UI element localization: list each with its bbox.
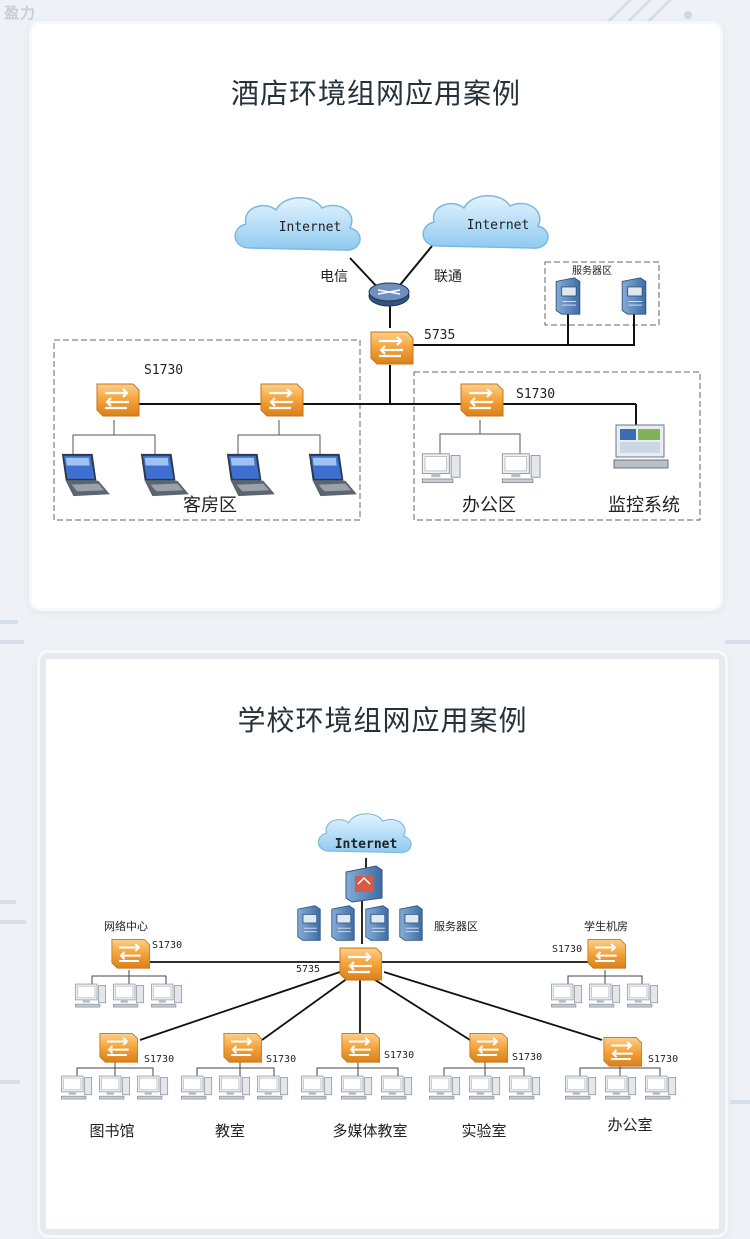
- network-center-label: 网络中心: [104, 919, 148, 933]
- desktop-pc-icon: [565, 1075, 597, 1100]
- desktop-pc-icon: [341, 1075, 373, 1100]
- branch-switch-label: S1730: [648, 1054, 678, 1065]
- desktop-pc-icon: [605, 1075, 637, 1100]
- isp-right-label: 联通: [434, 269, 462, 285]
- branch-name-label: 多媒体教室: [332, 1122, 407, 1140]
- monitor-zone-label: 监控系统: [608, 495, 680, 516]
- access-switch-icon: [468, 1032, 508, 1064]
- desktop-pc-icon: [589, 983, 621, 1008]
- hotel-links: [120, 245, 637, 425]
- hotel-access-links: [72, 420, 521, 458]
- monitoring-workstation-icon: [613, 424, 669, 469]
- firewall-icon: [345, 865, 383, 903]
- branch-switch-label: S1730: [266, 1054, 296, 1065]
- desktop-pc-icon: [381, 1075, 413, 1100]
- desktop-pc-icon: [551, 983, 583, 1008]
- desktop-pc-icon: [61, 1075, 93, 1100]
- desktop-pc-icon: [469, 1075, 501, 1100]
- desktop-pc-icon: [113, 983, 145, 1008]
- access-switch-icon: [340, 1032, 380, 1064]
- access-switch-icon: [586, 938, 626, 970]
- desktop-pc-icon: [301, 1075, 333, 1100]
- branch-name-label: 教室: [215, 1122, 245, 1140]
- access-switch-icon: [98, 1032, 138, 1064]
- brand-logo: 盈力: [4, 4, 37, 22]
- school-access-links: [76, 970, 661, 1077]
- desktop-pc-icon: [257, 1075, 289, 1100]
- branch-name-label: 图书馆: [89, 1122, 134, 1140]
- office-zone-boundary: [413, 371, 701, 521]
- desktop-pc-icon: [429, 1075, 461, 1100]
- access-switch-icon: [222, 1032, 262, 1064]
- access-switch-icon: [602, 1036, 642, 1068]
- router-icon: [368, 282, 410, 307]
- server-zone-label: 服务器区: [572, 264, 612, 277]
- desktop-pc-icon: [137, 1075, 169, 1100]
- network-center-switch-label: S1730: [152, 940, 182, 951]
- server-icon: [399, 905, 423, 941]
- isp-left-label: 电信: [320, 269, 348, 285]
- branch-switch-label: S1730: [144, 1054, 174, 1065]
- desktop-pc-icon: [645, 1075, 677, 1100]
- student-lab-switch-label: S1730: [552, 944, 582, 955]
- core-switch-icon: [338, 946, 382, 982]
- desktop-pc-icon: [75, 983, 107, 1008]
- desktop-pc-icon: [627, 983, 659, 1008]
- hotel-title: 酒店环境组网应用案例: [230, 77, 521, 110]
- cloud-left-label: Internet: [279, 220, 342, 235]
- server-icon: [331, 905, 355, 941]
- branch-switch-label: S1730: [512, 1052, 542, 1063]
- core-switch-label: 5735: [424, 328, 455, 343]
- office-switch-label: S1730: [516, 387, 555, 402]
- school-links: [139, 858, 603, 1041]
- server-icon: [365, 905, 389, 941]
- guest-zone-label: 客房区: [183, 495, 237, 516]
- student-lab-label: 学生机房: [584, 919, 628, 933]
- desktop-pc-icon: [99, 1075, 131, 1100]
- server-icon: [297, 905, 321, 941]
- school-core-label: 5735: [296, 964, 320, 975]
- server-zone-boundary: [544, 261, 660, 326]
- school-title: 学校环境组网应用案例: [237, 704, 528, 737]
- desktop-pc-icon: [151, 983, 183, 1008]
- branch-switch-label: S1730: [384, 1050, 414, 1061]
- guest-switch-label: S1730: [144, 363, 183, 378]
- desktop-pc-icon: [509, 1075, 541, 1100]
- branch-name-label: 实验室: [461, 1122, 506, 1140]
- cloud-right-label: Internet: [467, 218, 530, 233]
- access-switch-icon: [110, 938, 150, 970]
- school-server-zone-label: 服务器区: [434, 920, 478, 933]
- hotel-network-card: 酒店环境组网应用案例: [32, 24, 720, 608]
- branch-name-label: 办公室: [607, 1116, 652, 1134]
- desktop-pc-icon: [181, 1075, 213, 1100]
- desktop-pc-icon: [219, 1075, 251, 1100]
- office-zone-label: 办公区: [462, 495, 516, 516]
- school-cloud-label: Internet: [335, 837, 398, 852]
- guest-zone-boundary: [53, 339, 361, 521]
